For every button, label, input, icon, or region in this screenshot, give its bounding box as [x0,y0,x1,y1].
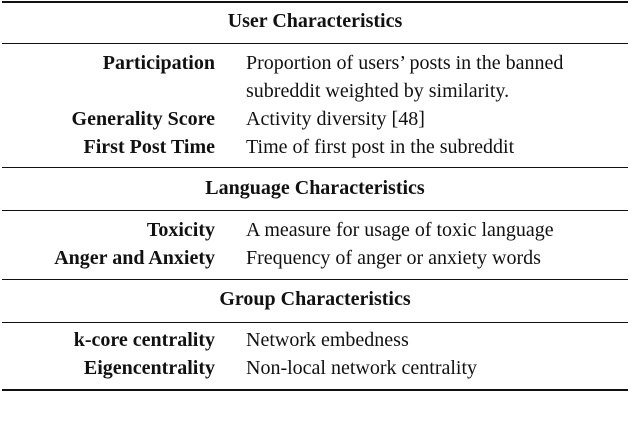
rule [2,43,628,44]
row-label: k-core centrality [73,329,215,351]
row-label: Anger and Anxiety [54,247,215,269]
row-desc: Non-local network centrality [246,357,478,379]
section-heading: Group Characteristics [219,288,411,310]
bottom-rule [2,389,628,391]
row-label: Generality Score [71,108,215,130]
row-desc: Proportion of users’ posts in the banned [246,52,564,74]
row-label: Toxicity [146,219,215,241]
rule [2,210,628,211]
row-label: First Post Time [83,136,215,158]
row-desc: subreddit weighted by similarity. [246,80,510,102]
row-desc: Time of first post in the subreddit [246,136,515,158]
row-label: Eigencentrality [83,357,215,379]
row-desc: Activity diversity [48] [246,108,425,130]
section-heading: User Characteristics [227,10,403,32]
row-label: Participation [102,52,215,74]
rule [2,279,628,280]
rule [2,322,628,323]
rule [2,167,628,168]
top-rule [2,1,628,3]
row-desc: Frequency of anger or anxiety words [246,247,541,269]
row-desc: Network embedness [246,329,409,351]
section-heading: Language Characteristics [205,177,425,199]
row-desc: A measure for usage of toxic language [246,219,554,241]
